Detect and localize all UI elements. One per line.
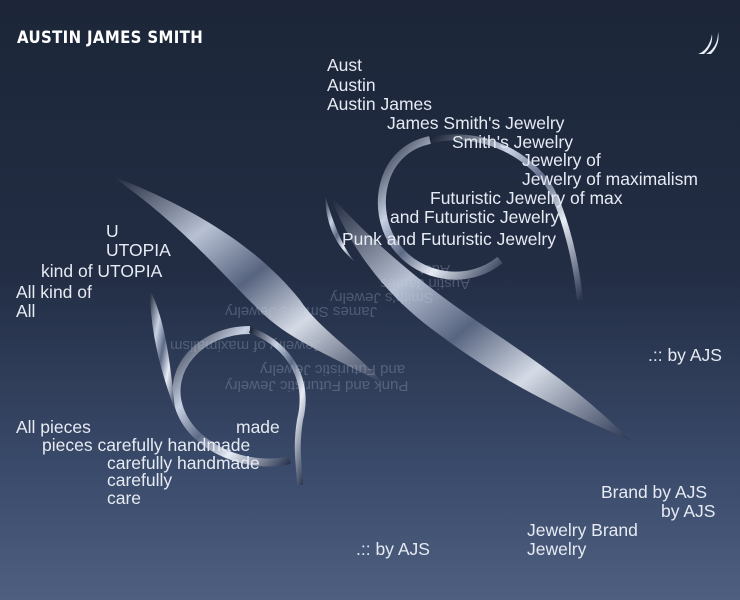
ghost-line: Smith's Jewelry [330, 289, 434, 306]
stair-line: Punk and Futuristic Jewelry [342, 229, 556, 249]
stair-line: James Smith's Jewelry [387, 113, 565, 133]
ghost-line: James Smith's Jewelry [225, 303, 378, 320]
ghost-line: Aust [420, 261, 451, 278]
horn-logo-icon[interactable] [694, 28, 724, 58]
stair-line: Jewelry of [522, 150, 601, 170]
stair-line: All kind of [16, 282, 92, 302]
stair-line: carefully [107, 470, 173, 490]
by-ajs-tag: .:: by AJS [356, 539, 430, 559]
by-ajs-tag: .:: by AJS [648, 345, 722, 365]
stair-line: Smith's Jewelry [452, 132, 574, 152]
stair-line: UTOPIA [106, 240, 171, 260]
stair-line: Austin [327, 75, 376, 95]
ghost-line: Jewelry of maximalism [170, 337, 321, 354]
stair-line: Brand by AJS [601, 482, 708, 502]
stair-line: kind of UTOPIA [41, 261, 163, 281]
stair-line: Austin James [327, 94, 433, 114]
stair-line: care [107, 488, 142, 508]
ghost-line: Punk and Futuristic Jewelry [225, 377, 409, 394]
stair-line: and Futuristic Jewelry [390, 207, 560, 227]
stair-line: Jewelry [527, 539, 587, 559]
stair-line: Jewelry Brand [527, 520, 638, 540]
ghost-line: Austin James [380, 275, 471, 292]
ghost-line: and Futuristic Jewelry [260, 361, 406, 378]
brand-name[interactable]: AUSTIN JAMES SMITH [17, 28, 204, 48]
stair-line: by AJS [661, 501, 716, 521]
stair-line: All pieces [16, 417, 91, 437]
stair-line: Aust [327, 55, 363, 75]
stair-line: U [106, 221, 119, 241]
stair-line: All [16, 301, 36, 321]
stair-line: made [236, 417, 280, 437]
stair-line: Jewelry of maximalism [522, 169, 698, 189]
stair-line: carefully handmade [107, 453, 260, 473]
stair-line: pieces carefully handmade [42, 435, 251, 455]
stair-line: Futuristic Jewelry of max [430, 188, 623, 208]
